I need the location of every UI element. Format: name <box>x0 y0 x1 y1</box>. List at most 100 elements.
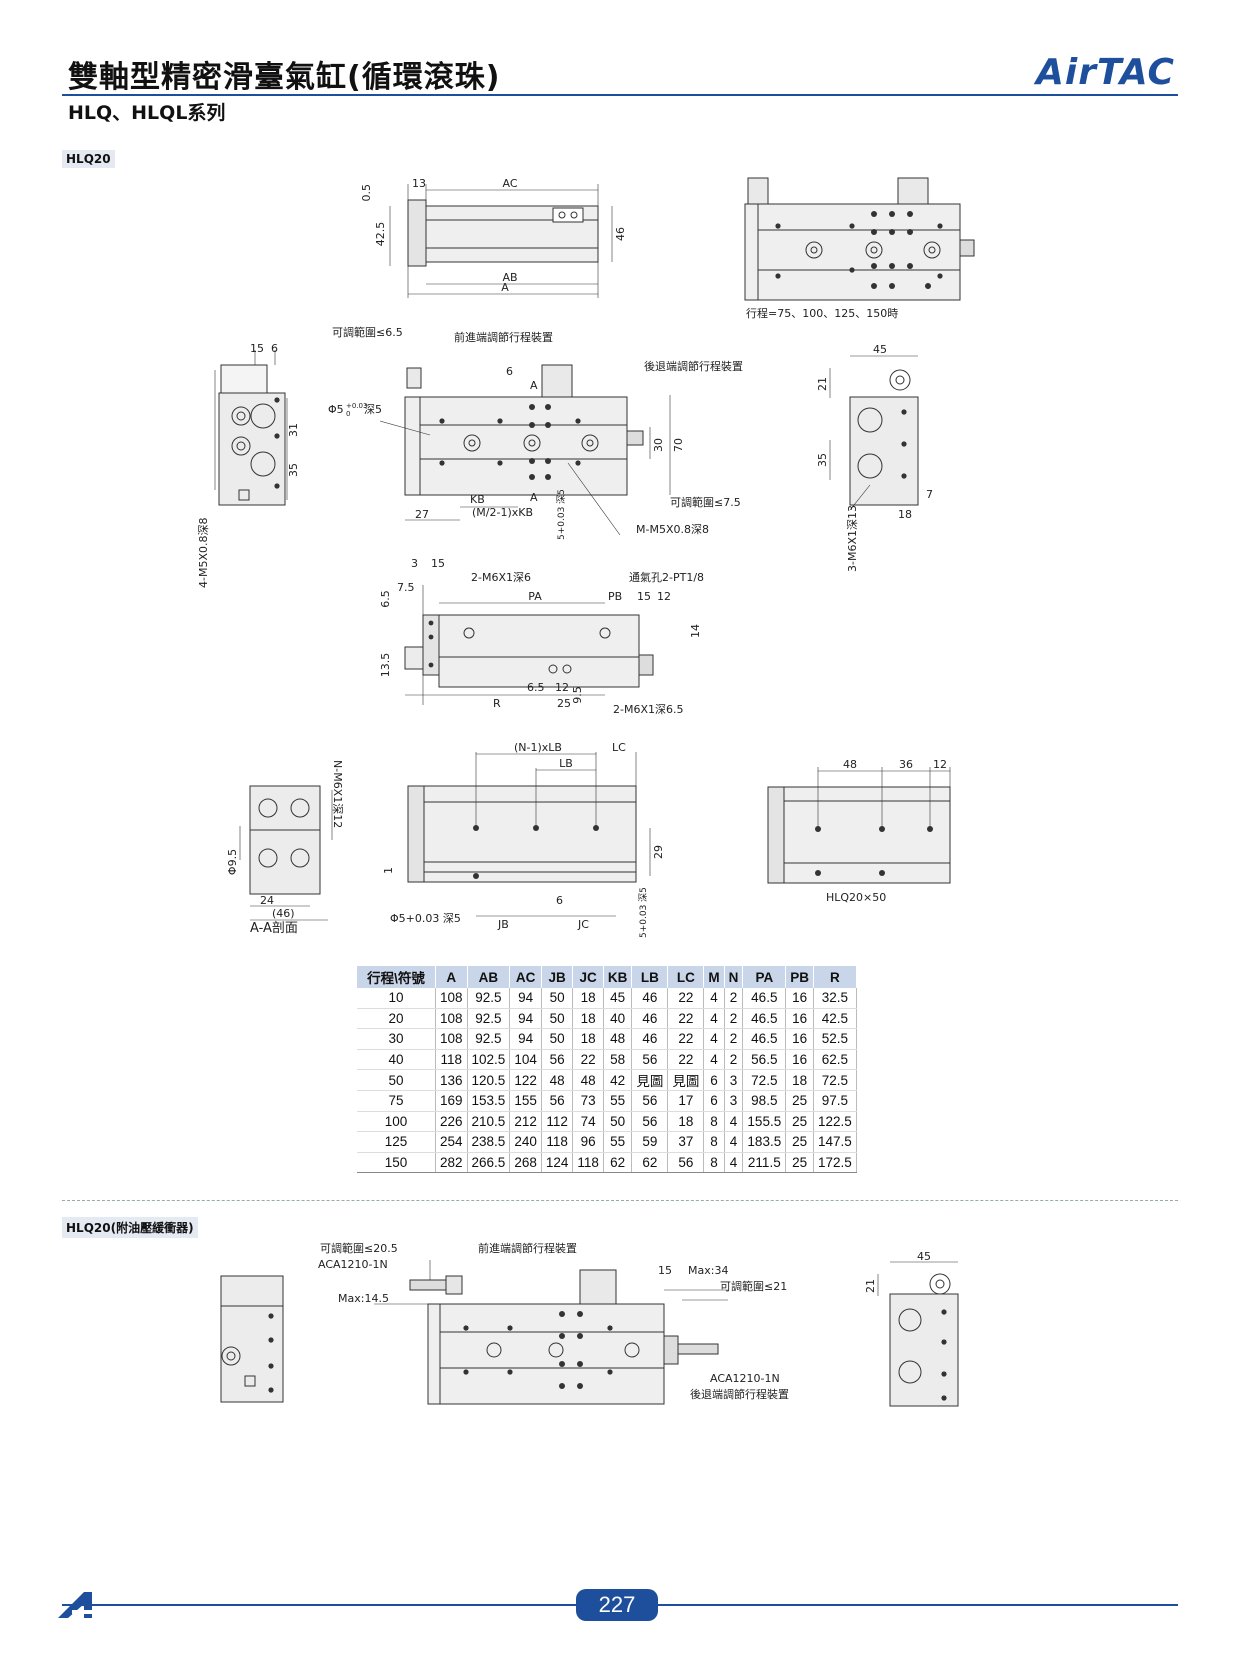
dim-label: Φ9.5 <box>226 849 239 875</box>
table-cell: 104 <box>509 1049 542 1070</box>
drawing-end-view-right: 45 21 35 7 18 3-M6X1深13 <box>816 343 933 572</box>
table-cell: 8 <box>703 1111 725 1132</box>
table-cell: 3 <box>724 1090 744 1112</box>
table-cell: 94 <box>509 1008 542 1029</box>
adj-range-label: 可調範圍≤6.5 <box>332 325 403 339</box>
table-cell: 22 <box>572 1049 604 1070</box>
thread-label: N-M6X1深12 <box>331 760 344 828</box>
table-header-cell: M <box>703 966 725 988</box>
dim-label: 30 <box>652 438 665 452</box>
table-header-cell: LB <box>631 966 669 988</box>
table-cell: 48 <box>603 1028 633 1050</box>
table-cell: 46.5 <box>742 1008 787 1029</box>
dim-label: 6 <box>506 365 513 378</box>
dim-label: 21 <box>864 1279 877 1293</box>
dim-label: 35 <box>816 453 829 467</box>
table-cell: 112 <box>541 1111 574 1132</box>
table-cell: 100 <box>357 1111 436 1132</box>
table-cell: 62 <box>631 1152 669 1173</box>
drawing-bottom-view: 3 15 6.5 7.5 2-M6X1深6 通氣孔2-PT1/8 PA PB 1… <box>379 557 704 716</box>
section-tag-hlq20: HLQ20 <box>62 150 115 168</box>
adj-front-label: 前進端調節行程裝置 <box>454 330 553 344</box>
dim-label: (N-1)xLB <box>514 741 562 754</box>
dim-label: AC <box>502 177 517 190</box>
table-cell: 102.5 <box>467 1049 511 1070</box>
table-cell: 56 <box>667 1152 705 1173</box>
table-cell: 18 <box>667 1111 705 1132</box>
tolerance-label: +0.03 <box>346 402 367 410</box>
dim-label: AB <box>502 271 517 284</box>
drawing-top-view: 0.5 13 AC 42.5 46 AB A <box>360 177 627 298</box>
table-header-cell: N <box>724 966 744 988</box>
table-cell: 37 <box>667 1131 705 1153</box>
max-label: Max:14.5 <box>338 1292 389 1305</box>
table-cell: 226 <box>435 1111 468 1132</box>
table-cell: 32.5 <box>813 988 857 1009</box>
dim-label: A <box>501 281 509 294</box>
dim-label: JC <box>577 918 589 931</box>
table-cell: 48 <box>541 1069 574 1091</box>
table-cell: 46.5 <box>742 988 787 1009</box>
table-cell: 74 <box>572 1111 604 1132</box>
dim-label: 35 <box>287 463 300 477</box>
table-header-cell: JB <box>541 966 574 988</box>
series-subtitle: HLQ、HLQL系列 <box>68 102 226 124</box>
dim-label: 6 <box>271 342 278 355</box>
table-cell: 52.5 <box>813 1028 857 1050</box>
dim-label: PB <box>608 590 622 603</box>
table-cell: 266.5 <box>467 1152 511 1173</box>
drawing-damper-right-end: 45 21 <box>864 1250 959 1407</box>
dim-label: (M/2-1)xKB <box>472 506 533 519</box>
table-cell: 268 <box>509 1152 542 1173</box>
dim-label: 15 <box>250 342 264 355</box>
table-cell: 4 <box>703 1028 725 1050</box>
dim-label: KB <box>470 493 485 506</box>
table-cell: 75 <box>357 1090 436 1112</box>
table-cell: 98.5 <box>742 1090 787 1112</box>
table-cell: 240 <box>509 1131 542 1153</box>
dim-label: 6.5 <box>379 590 392 608</box>
thread-label: M-M5X0.8深8 <box>636 523 709 536</box>
table-cell: 25 <box>785 1111 814 1132</box>
table-header-cell: R <box>813 966 857 988</box>
table-cell: 56 <box>541 1090 574 1112</box>
section-mark: A <box>530 491 538 504</box>
table-cell: 6 <box>703 1090 725 1112</box>
dim-label: 70 <box>672 438 685 452</box>
section-mark: A <box>530 379 538 392</box>
table-cell: 125 <box>357 1131 436 1153</box>
adj-front-label: 前進端調節行程裝置 <box>478 1241 577 1255</box>
dim-label: 7 <box>926 488 933 501</box>
dim-label: PA <box>528 590 542 603</box>
table-cell: 17 <box>667 1090 705 1112</box>
drawing-hlq20x50: 48 36 12 HLQ20×50 <box>767 758 951 904</box>
adj-range-label: 可調範圍≤21 <box>720 1279 787 1293</box>
adj-rear-label: 後退端調節行程裝置 <box>690 1387 789 1401</box>
table-cell: 147.5 <box>813 1131 857 1153</box>
table-cell: 42 <box>603 1069 633 1091</box>
dim-label: 0.5 <box>360 184 373 202</box>
brand-logo: AirTAC <box>1036 52 1175 93</box>
table-header-cell: AB <box>467 966 511 988</box>
section-label: A-A剖面 <box>250 921 298 936</box>
table-cell: 18 <box>572 1008 604 1029</box>
dim-label: 42.5 <box>374 222 387 247</box>
model-label: HLQ20×50 <box>826 891 886 904</box>
table-cell: 155.5 <box>742 1111 787 1132</box>
table-cell: 282 <box>435 1152 468 1173</box>
table-cell: 59 <box>631 1131 669 1153</box>
damper-label: ACA1210-1N <box>710 1372 780 1385</box>
table-cell: 18 <box>572 1028 604 1050</box>
table-cell: 122.5 <box>813 1111 857 1132</box>
table-cell: 136 <box>435 1069 468 1091</box>
dim-label: 9.5 <box>571 686 584 704</box>
table-cell: 4 <box>724 1131 744 1153</box>
table-cell: 25 <box>785 1152 814 1173</box>
dim-label: 7.5 <box>397 581 415 594</box>
table-cell: 183.5 <box>742 1131 787 1153</box>
section-divider <box>62 1200 1178 1201</box>
